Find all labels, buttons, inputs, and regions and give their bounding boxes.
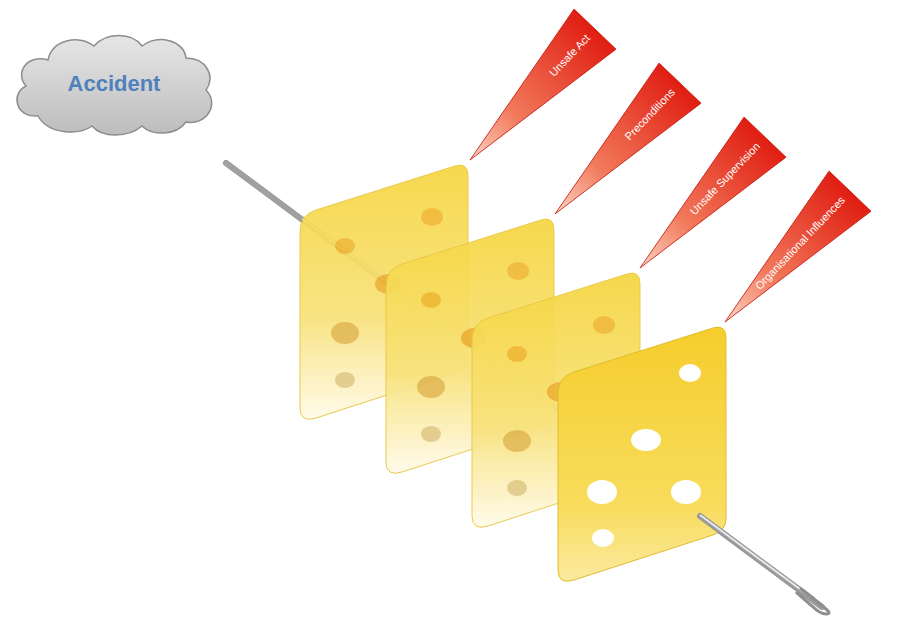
needle — [226, 163, 300, 218]
needle-highlight — [226, 162, 822, 606]
cloud-shape: Accident — [8, 28, 220, 140]
needle — [226, 163, 822, 607]
needle-highlight — [700, 515, 812, 598]
cheese-slice — [558, 327, 726, 581]
cloud-label: Accident — [68, 71, 161, 97]
needle-eye — [796, 588, 829, 614]
pennant-flag: Unsafe Act — [449, 9, 616, 180]
pennant-outline — [449, 9, 616, 180]
pennant-label: Organisational Influences — [753, 194, 848, 293]
needle — [700, 516, 812, 599]
